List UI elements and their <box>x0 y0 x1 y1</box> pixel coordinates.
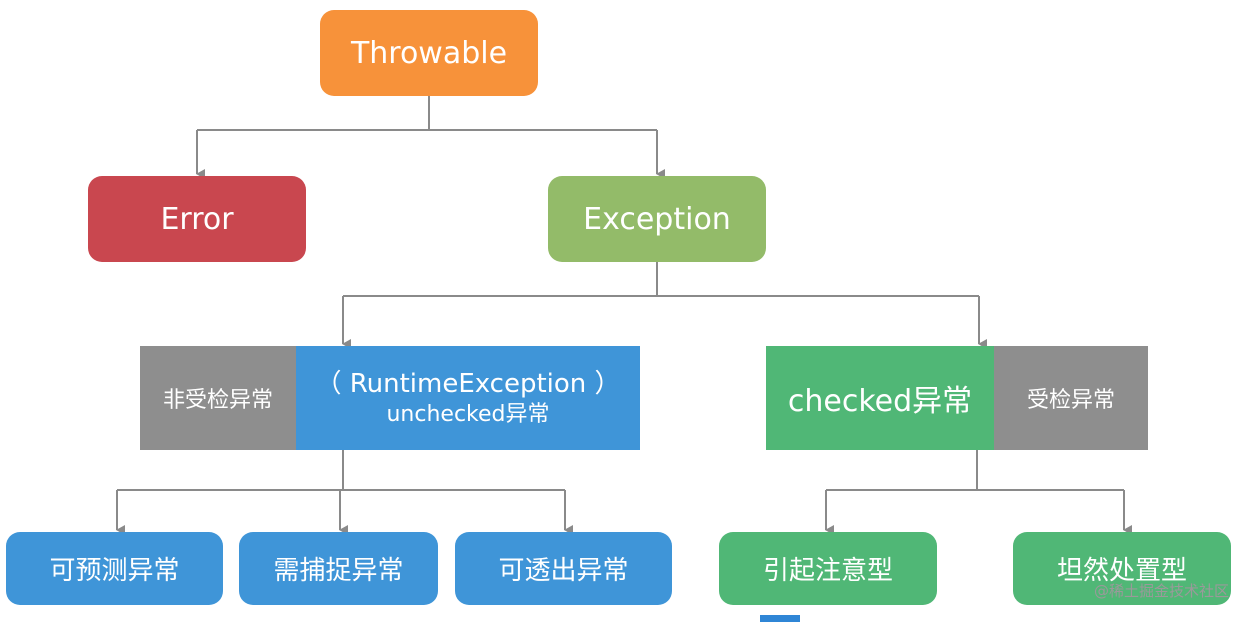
leaf-predictable: 可预测异常 <box>6 532 223 605</box>
checked-exception-node: checked异常 <box>766 346 994 450</box>
watermark: @稀土掘金技术社区 <box>1093 582 1229 600</box>
throwable-node: Throwable <box>320 10 538 96</box>
exception-node: Exception <box>548 176 766 262</box>
checked-label: 受检异常 <box>994 346 1148 450</box>
leaf-cause-attention: 引起注意型 <box>719 532 937 605</box>
runtime-exception-node: （ RuntimeException ） unchecked异常 <box>296 346 640 450</box>
corner-mark <box>760 615 800 622</box>
runtime-exception-title: （ RuntimeException ） <box>315 369 621 399</box>
leaf-pass-through: 可透出异常 <box>455 532 672 605</box>
leaf-handle-calmly: 坦然处置型 <box>1013 532 1231 605</box>
runtime-exception-subtitle: unchecked异常 <box>386 401 550 427</box>
error-node: Error <box>88 176 306 262</box>
leaf-must-catch: 需捕捉异常 <box>239 532 438 605</box>
unchecked-label: 非受检异常 <box>140 346 296 450</box>
